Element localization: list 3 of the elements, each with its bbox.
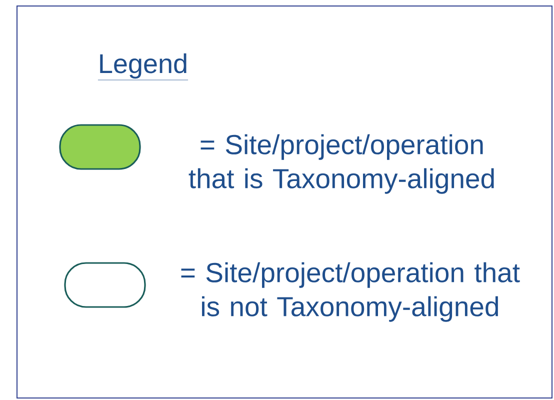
- legend-text: = Site/project/operation that is Taxonomy-aligned: [188, 134, 494, 194]
- legend-title: Legend: [98, 53, 188, 80]
- legend-text: = Site/project/operation that is not Taxonomy-aligned: [181, 262, 520, 322]
